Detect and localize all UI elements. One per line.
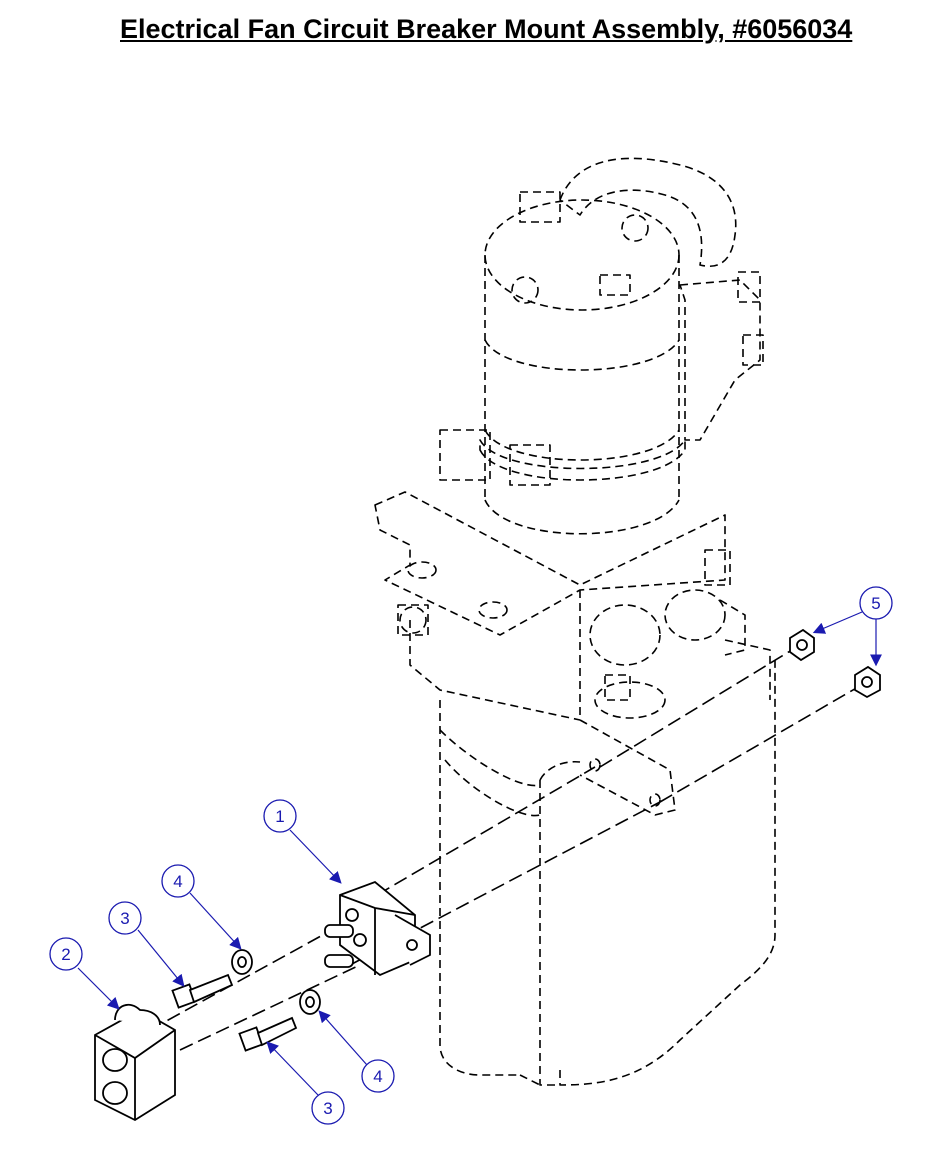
- circuit-breaker: [324, 880, 431, 977]
- callout-4-lower-label: 4: [373, 1067, 382, 1086]
- bolt-upper: [171, 973, 234, 1009]
- callout-3-upper-label: 3: [120, 909, 129, 928]
- leader-2: [77, 967, 120, 1010]
- reservoir-tank: [439, 660, 776, 1086]
- pump-head: [679, 279, 761, 441]
- callout-4-lower: 4: [361, 1059, 395, 1093]
- valve-body: [409, 549, 771, 721]
- motor: [439, 191, 686, 535]
- leader-3b: [266, 1041, 319, 1096]
- leader-3a: [137, 929, 185, 987]
- nut-upper: [789, 628, 815, 662]
- callout-5-label: 5: [871, 594, 880, 613]
- callout-3-upper: 3: [108, 901, 142, 935]
- callout-2-label: 2: [61, 945, 70, 964]
- leader-4a: [189, 892, 242, 950]
- hose: [559, 157, 737, 267]
- mounting-bracket: [374, 491, 726, 816]
- breaker-boot: [94, 1003, 176, 1122]
- callout-4-upper-label: 4: [173, 872, 182, 891]
- leader-4b: [318, 1010, 368, 1066]
- callout-1: 1: [263, 799, 297, 833]
- callout-1-label: 1: [275, 807, 284, 826]
- page-title: Electrical Fan Circuit Breaker Mount Ass…: [120, 14, 853, 44]
- callout-4-upper: 4: [161, 864, 195, 898]
- callout-5: 5: [859, 586, 893, 620]
- callout-3-lower-label: 3: [323, 1099, 332, 1118]
- center-lines: [149, 644, 866, 1051]
- callout-2: 2: [49, 937, 83, 971]
- bolt-lower: [238, 1016, 298, 1052]
- leader-1: [289, 829, 342, 884]
- leader-5a: [812, 611, 863, 634]
- callout-3-lower: 3: [311, 1091, 345, 1125]
- washer-lower: [299, 989, 321, 1015]
- washer-upper: [231, 949, 253, 975]
- nut-lower: [854, 665, 881, 699]
